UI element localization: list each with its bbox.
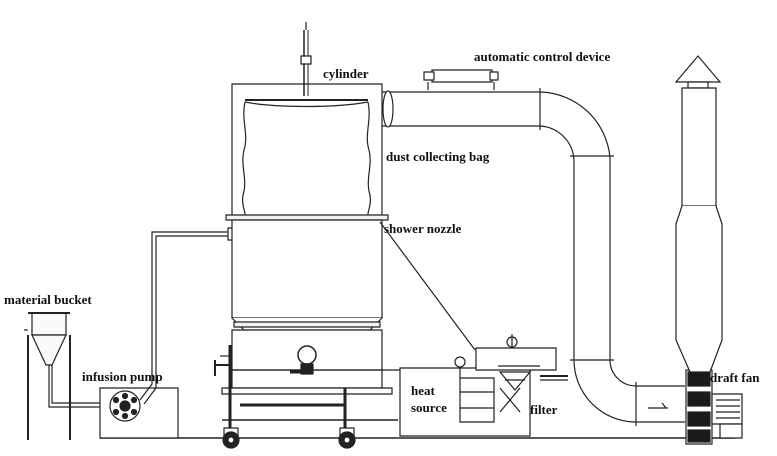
label-infusion-pump: infusion pump <box>82 369 163 384</box>
feed-pipe <box>49 400 102 407</box>
label-heat: heat <box>411 383 435 398</box>
filter <box>476 334 568 412</box>
automatic-control-device <box>424 70 498 90</box>
label-filter: filter <box>530 402 558 417</box>
dust-collecting-bag <box>243 102 371 216</box>
label-material-bucket: material bucket <box>4 292 92 307</box>
infusion-pump <box>100 388 178 438</box>
label-dust-collecting-bag: dust collecting bag <box>386 149 490 164</box>
air-inlet <box>232 346 400 374</box>
label-source: source <box>411 400 447 415</box>
chimney <box>676 56 722 372</box>
label-shower-nozzle: shower nozzle <box>384 221 462 236</box>
main-body <box>215 220 398 448</box>
cylinder <box>226 22 388 220</box>
exhaust-duct <box>382 88 685 426</box>
spray-pipe <box>140 232 230 400</box>
material-bucket <box>24 313 70 440</box>
label-draft-fan: draft fan <box>710 370 760 385</box>
draft-fan <box>686 370 742 444</box>
label-automatic-control-device: automatic control device <box>474 49 611 64</box>
label-cylinder: cylinder <box>323 66 369 81</box>
